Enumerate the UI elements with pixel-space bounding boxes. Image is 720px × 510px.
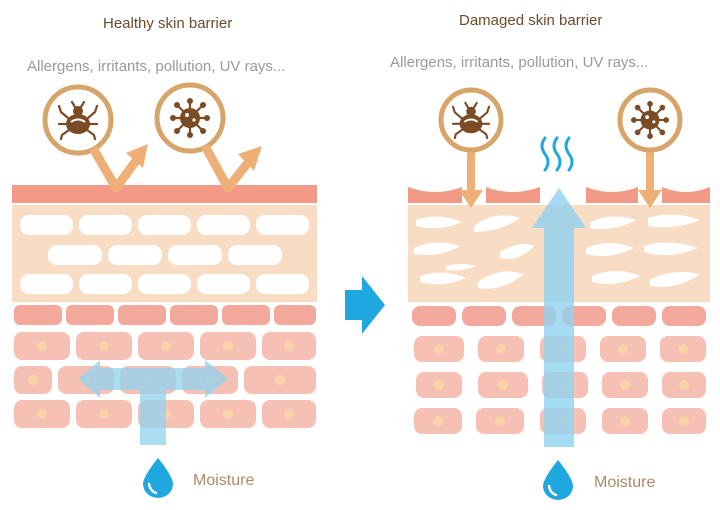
- healthy-panel: [12, 82, 317, 499]
- damaged-panel: [408, 87, 710, 501]
- healthy-threats-label: Allergens, irritants, pollution, UV rays…: [27, 58, 286, 75]
- healthy-title: Healthy skin barrier: [103, 15, 233, 32]
- lipid-bricks: [20, 215, 309, 294]
- threat-virus-left: [154, 82, 262, 193]
- water-drop-icon: [543, 459, 573, 501]
- virus-icon: [170, 98, 210, 138]
- damaged-title: Damaged skin barrier: [459, 12, 603, 29]
- threat-mite-left: [42, 84, 148, 193]
- steam-icon: [540, 136, 574, 172]
- skin-surface: [12, 185, 317, 203]
- broken-lipid-pieces: [414, 214, 700, 289]
- skin-surface-damaged: [408, 187, 710, 203]
- virus-icon: [631, 101, 669, 139]
- moisture-retained-arrows: [78, 360, 228, 445]
- healthy-moisture-label: Moisture: [193, 472, 255, 489]
- arrow-right-icon: [345, 276, 385, 334]
- cell-layer-top: [14, 305, 316, 325]
- threat-virus-right: [617, 87, 683, 208]
- damaged-moisture-label: Moisture: [594, 474, 656, 491]
- moisture-loss-arrow: [532, 188, 586, 447]
- threat-mite-right: [438, 87, 504, 208]
- water-drop-icon: [143, 457, 173, 499]
- damaged-threats-label: Allergens, irritants, pollution, UV rays…: [390, 54, 649, 71]
